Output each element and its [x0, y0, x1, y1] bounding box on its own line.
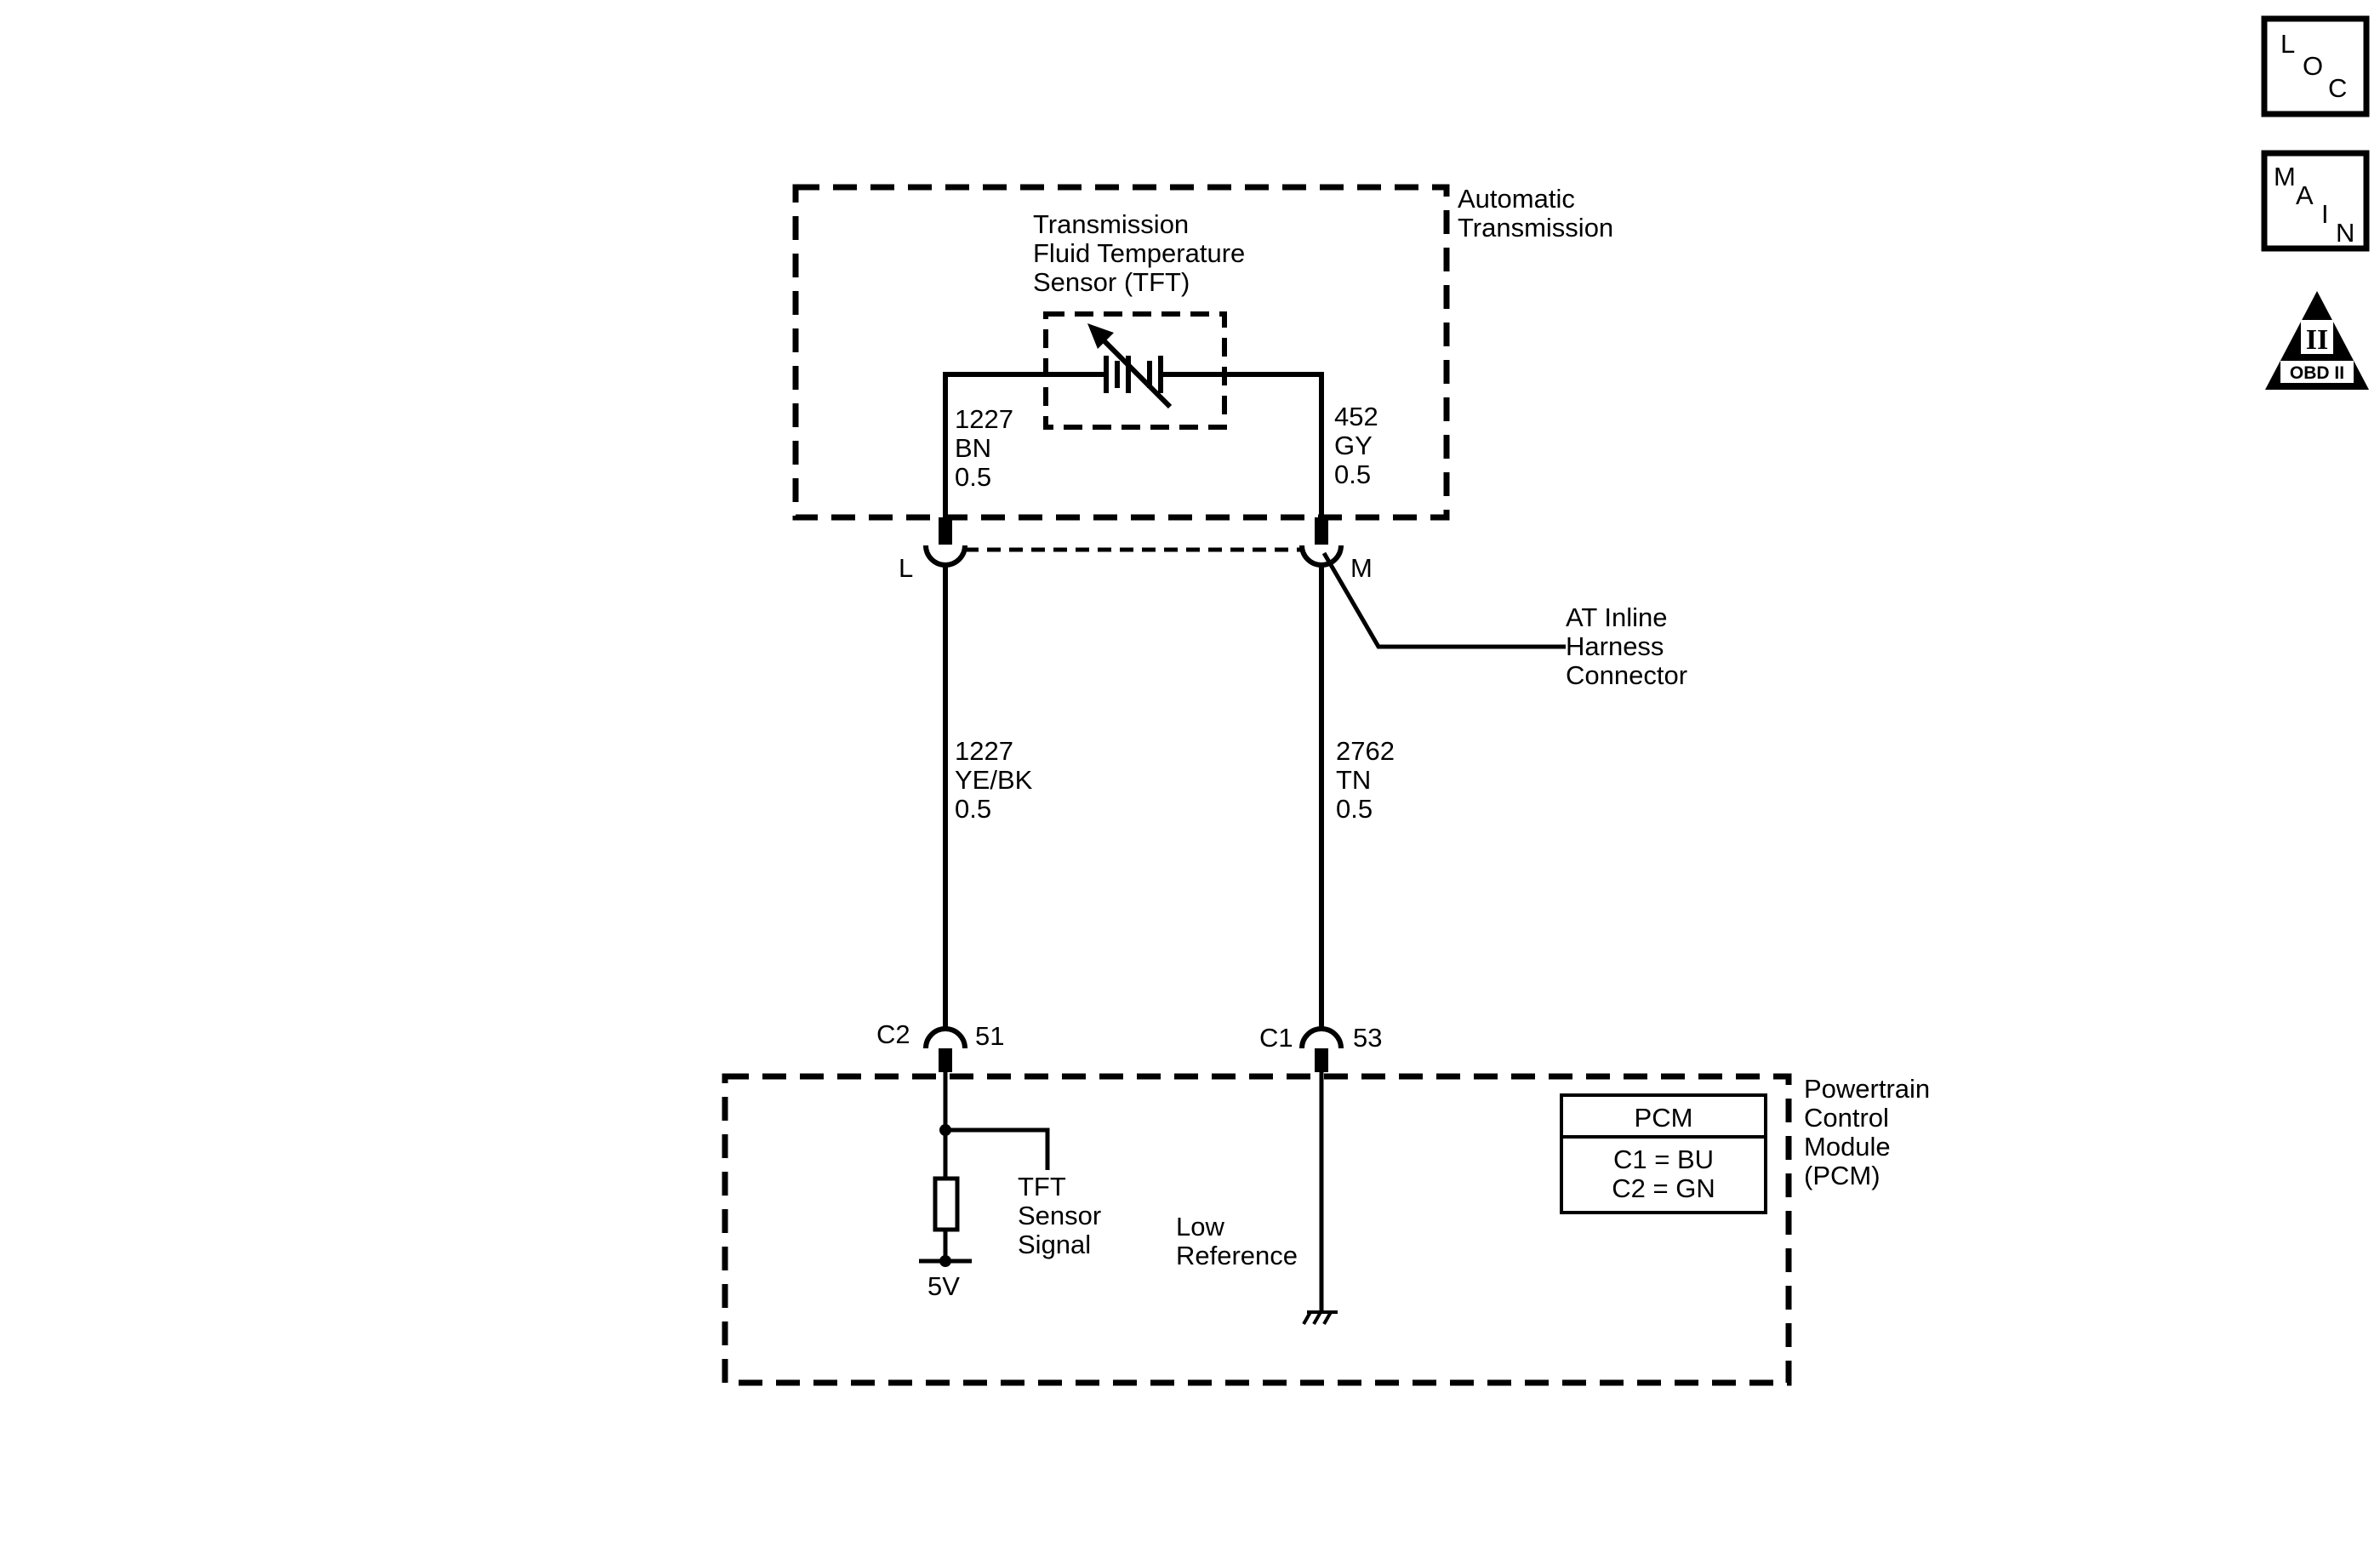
inline-connector-label: AT Inline Harness Connector: [1566, 602, 1687, 690]
legend-row-c2: C2 = GN: [1612, 1173, 1715, 1203]
wire-label-lower-left: 1227 YE/BK 0.5: [955, 736, 1040, 824]
pcm-signal-tap: [945, 1127, 1050, 1170]
thermistor-symbol: [1097, 334, 1173, 409]
pcm-label: Powertrain Control Module (PCM): [1804, 1074, 1938, 1190]
pcm-connector-legend: PCM C1 = BU C2 = GN: [1560, 1093, 1767, 1214]
wire-label-upper-left: 1227 BN 0.5: [955, 404, 1021, 492]
obd-ii-label: OBD II: [2290, 363, 2344, 383]
pcm-c1-pin-label: 53: [1353, 1023, 1382, 1053]
connector-pin-m-label: M: [1350, 553, 1373, 583]
legend-row-c1: C1 = BU: [1613, 1144, 1714, 1174]
pcm-5v-junction: [939, 1255, 951, 1267]
pcm-5v-label: 5V: [927, 1271, 960, 1301]
connector-pin-l-block: [939, 517, 952, 545]
main-letter-n: N: [2336, 218, 2354, 248]
low-reference-label: Low Reference: [1176, 1212, 1298, 1270]
variable-resistance-arrow-icon: [1087, 323, 1114, 349]
pcm-c2-pin-label: 51: [975, 1021, 1004, 1051]
connector-pin-l-label: L: [899, 553, 913, 583]
connector-leader-line: [1321, 551, 1566, 649]
connector-pin-m-cup: [1299, 545, 1344, 568]
pcm-c2-connector-label: C2: [876, 1019, 910, 1049]
tft-sensor-signal-label: TFT Sensor Signal: [1018, 1172, 1109, 1259]
loc-letter-o: O: [2303, 51, 2323, 81]
automatic-transmission-boundary: [792, 184, 1450, 521]
loc-letter-l: L: [2280, 29, 2295, 59]
loc-button[interactable]: L O C: [2261, 15, 2370, 117]
automatic-transmission-label: Automatic Transmission: [1458, 184, 1613, 243]
main-letter-m: M: [2274, 162, 2296, 191]
pcm-boundary: [722, 1073, 1792, 1386]
pcm-c1-connector-label: C1: [1259, 1023, 1293, 1053]
tft-sensor-boundary: [1043, 311, 1227, 430]
tft-sensor-label: Transmission Fluid Temperature Sensor (T…: [1033, 209, 1253, 297]
main-letter-i: I: [2321, 199, 2329, 229]
loc-letter-c: C: [2328, 73, 2347, 103]
ground-symbol-icon: [1302, 1310, 1338, 1325]
connector-pin-m-block: [1315, 517, 1328, 545]
pcm-c1-pin-block: [1315, 1048, 1328, 1072]
pull-up-resistor: [933, 1176, 960, 1232]
wire-label-upper-right: 452 GY 0.5: [1334, 402, 1385, 489]
obd-ii-button[interactable]: II OBD II: [2265, 291, 2369, 390]
wire-label-lower-right: 2762 TN 0.5: [1336, 736, 1402, 824]
pcm-c2-pin-cup: [923, 1026, 967, 1049]
pcm-c2-pin-block: [939, 1048, 952, 1072]
main-button[interactable]: M A I N: [2261, 150, 2370, 252]
main-letter-a: A: [2296, 180, 2314, 210]
legend-title: PCM: [1635, 1103, 1693, 1133]
pcm-c1-pin-cup: [1299, 1026, 1344, 1049]
connector-pin-l-cup: [923, 545, 967, 568]
obd-ii-numeral: II: [2306, 324, 2328, 356]
